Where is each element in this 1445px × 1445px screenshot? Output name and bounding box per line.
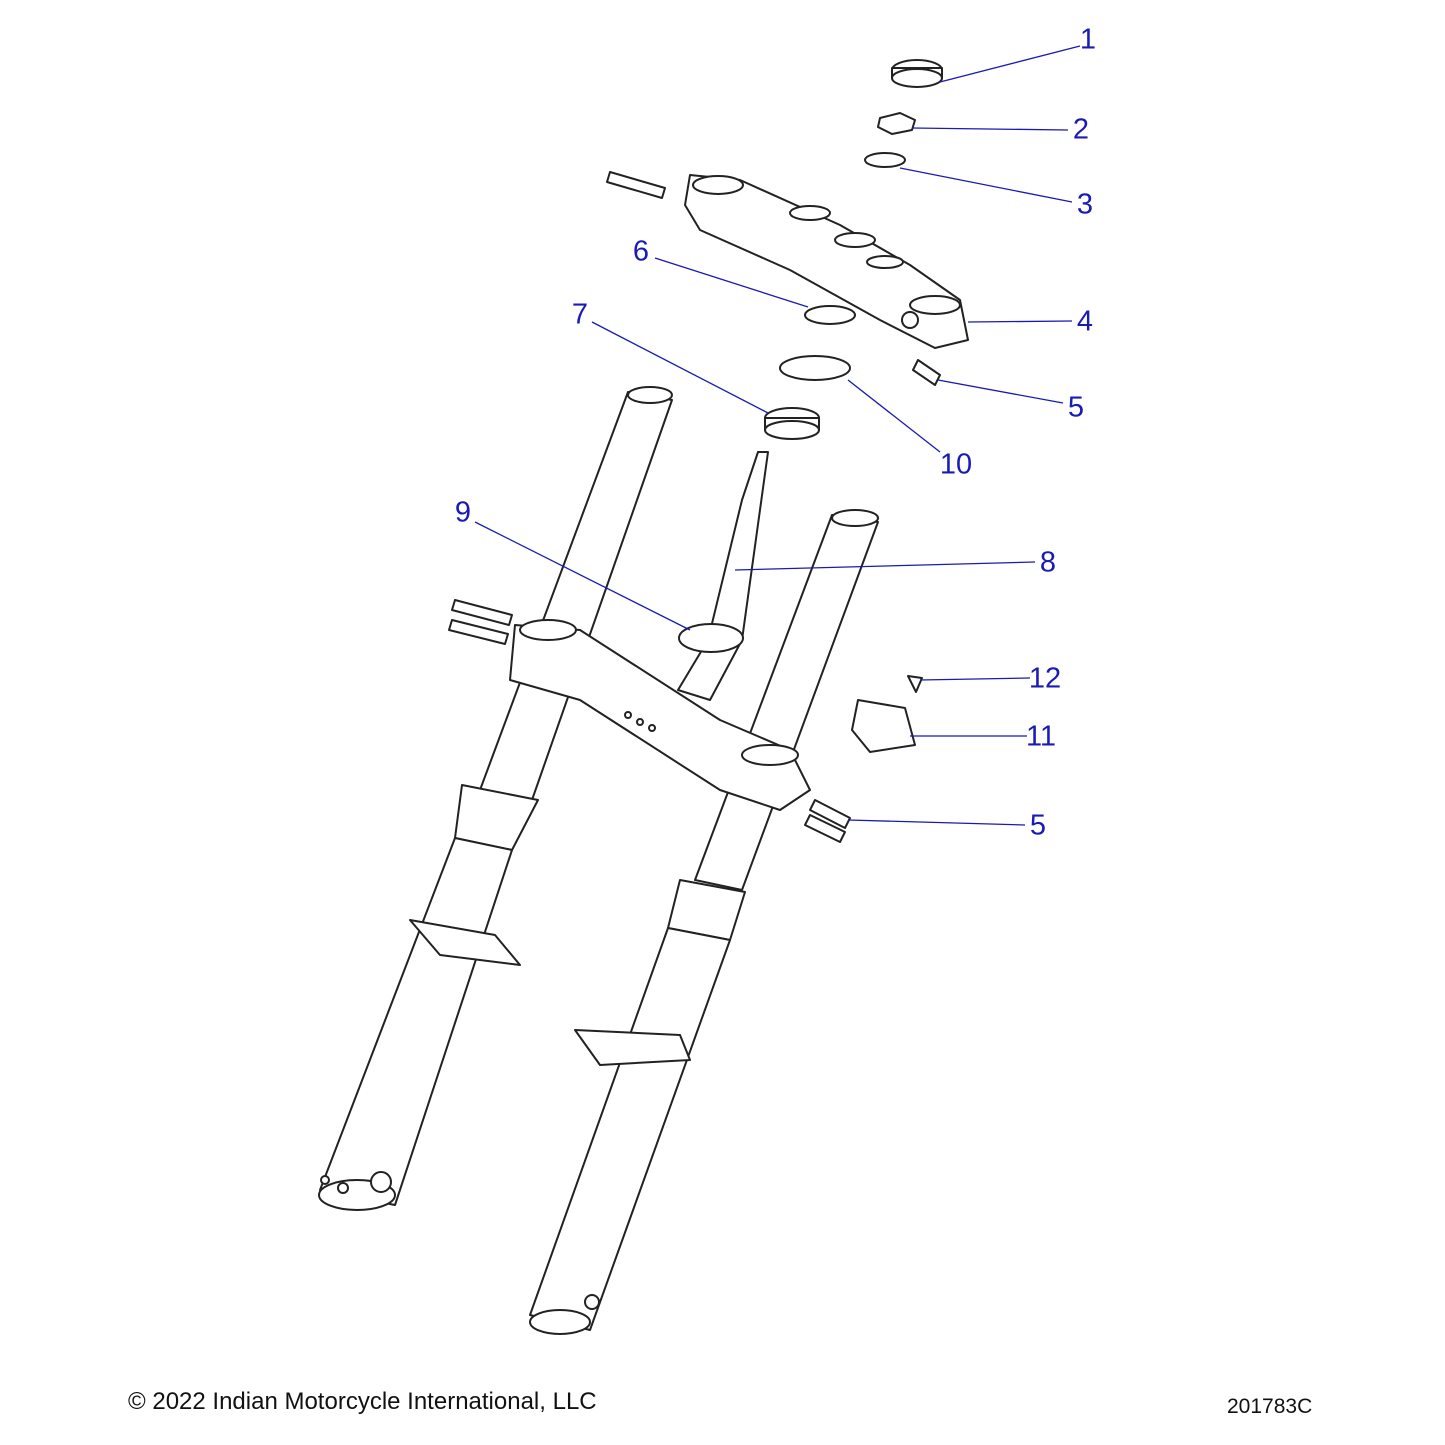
leader-line-c3 xyxy=(899,167,1073,203)
leader-line-c1 xyxy=(939,45,1081,83)
callout-c2: 2 xyxy=(1072,113,1090,146)
callout-c6: 6 xyxy=(632,235,650,268)
upper-clamp-bolt xyxy=(606,171,666,199)
leader-line-c10 xyxy=(847,379,941,453)
callout-c11: 11 xyxy=(1025,720,1057,753)
callout-c10: 10 xyxy=(939,448,973,481)
callout-c5b: 5 xyxy=(1029,809,1047,842)
drawing-number: 201783C xyxy=(1227,1395,1313,1418)
leader-line-c7 xyxy=(591,321,769,414)
leader-line-c9 xyxy=(474,521,691,631)
leader-line-c8 xyxy=(734,561,1036,571)
lock-washer xyxy=(804,305,856,325)
callout-c9: 9 xyxy=(454,496,472,529)
copyright-text: © 2022 Indian Motorcycle International, … xyxy=(128,1388,597,1415)
lower-triple-clamp xyxy=(509,624,811,811)
leader-line-c12 xyxy=(919,677,1031,681)
callout-c3: 3 xyxy=(1076,188,1094,221)
callout-c7: 7 xyxy=(571,298,589,331)
left-fork-tube xyxy=(318,386,673,1211)
leader-line-c5a xyxy=(937,379,1064,404)
screw xyxy=(907,675,923,693)
leader-line-c4 xyxy=(967,320,1073,323)
dust-seal xyxy=(779,355,851,381)
sensor-bracket xyxy=(851,699,916,753)
nut xyxy=(877,112,916,135)
washer xyxy=(864,152,906,168)
leader-line-c2 xyxy=(911,127,1069,131)
callout-c4: 4 xyxy=(1076,305,1094,338)
callout-c5a: 5 xyxy=(1067,391,1085,424)
callout-c1: 1 xyxy=(1079,23,1097,56)
callout-c8: 8 xyxy=(1039,546,1057,579)
callout-c12: 12 xyxy=(1028,662,1062,695)
leader-line-c6 xyxy=(654,257,809,308)
leader-line-c5b xyxy=(847,819,1026,826)
